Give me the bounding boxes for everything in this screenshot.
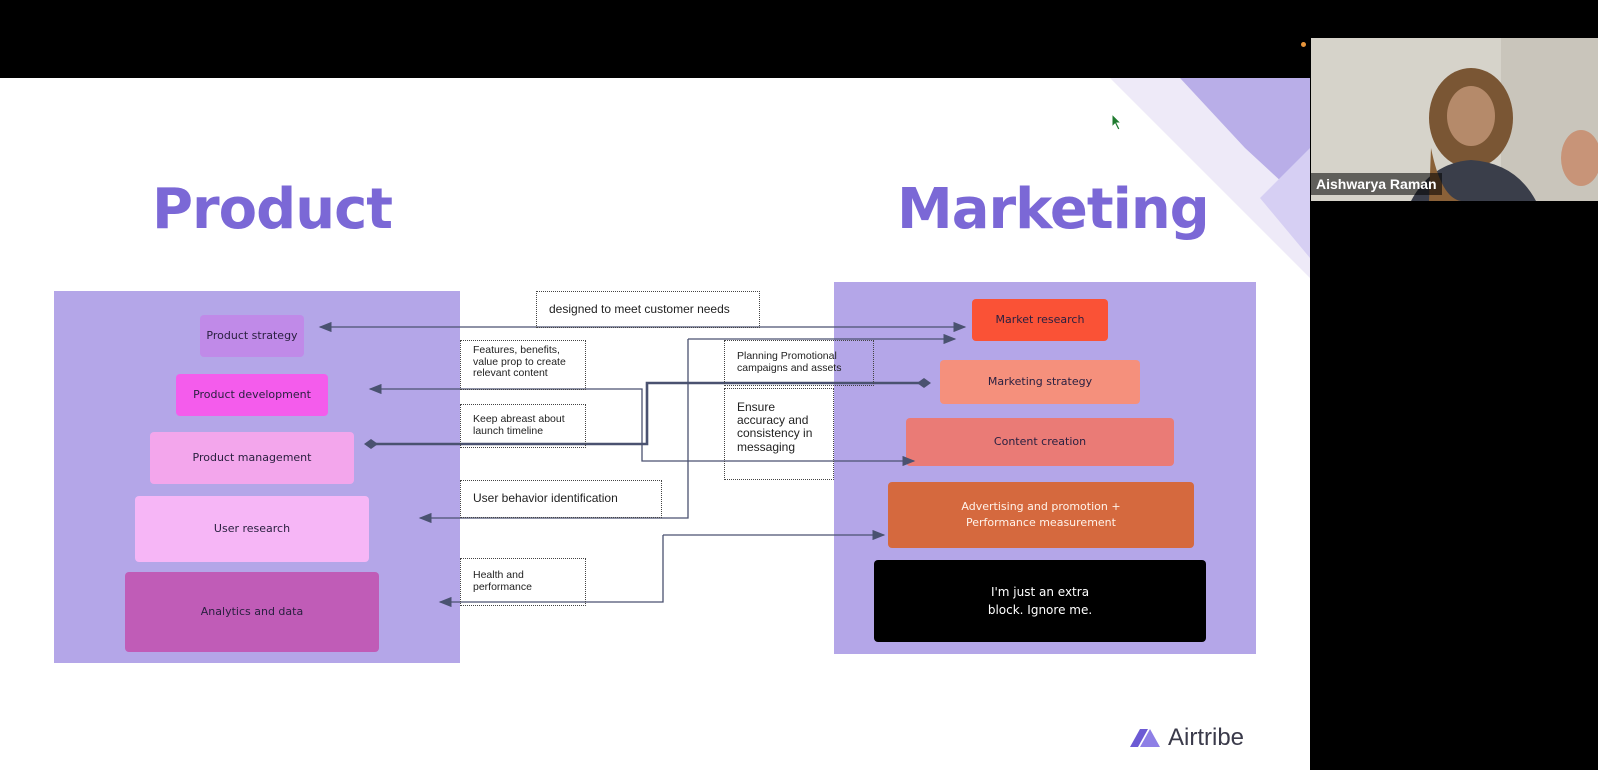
note-ensure-accuracy: Ensure accuracy and consistency in messa… xyxy=(724,388,834,480)
product-title: Product xyxy=(152,177,393,242)
decorative-shapes xyxy=(1110,78,1310,278)
note-health-performance: Health and performance xyxy=(460,558,586,606)
advertising-promotion-block: Advertising and promotion + Performance … xyxy=(888,482,1194,548)
note-customer-needs: designed to meet customer needs xyxy=(536,291,760,328)
content-creation-block: Content creation xyxy=(906,418,1174,466)
product-development-block: Product development xyxy=(176,374,328,416)
marketing-strategy-block: Marketing strategy xyxy=(940,360,1140,404)
extra-block: I'm just an extra block. Ignore me. xyxy=(874,560,1206,642)
note-features-benefits: Features, benefits, value prop to create… xyxy=(460,340,586,390)
product-strategy-block: Product strategy xyxy=(200,315,304,357)
product-management-block: Product management xyxy=(150,432,354,484)
user-research-block: User research xyxy=(135,496,369,562)
analytics-data-block: Analytics and data xyxy=(125,572,379,652)
brand-name: Airtribe xyxy=(1168,724,1245,751)
participant-video-tile[interactable]: Aishwarya Raman xyxy=(1311,38,1598,201)
airtribe-logo-icon xyxy=(1130,729,1160,747)
presentation-slide: Product Marketing Product strategy Produ… xyxy=(0,78,1310,770)
note-user-behavior: User behavior identification xyxy=(460,480,662,518)
note-planning-promotional: Planning Promotional campaigns and asset… xyxy=(724,340,874,386)
recording-indicator xyxy=(1301,42,1306,47)
airtribe-logo: Airtribe xyxy=(1130,724,1244,752)
note-launch-timeline: Keep abreast about launch timeline xyxy=(460,404,586,448)
mouse-cursor-icon xyxy=(1111,113,1123,131)
participant-name-label: Aishwarya Raman xyxy=(1311,173,1442,195)
connection-arrows xyxy=(318,321,967,608)
market-research-block: Market research xyxy=(972,299,1108,341)
marketing-title: Marketing xyxy=(897,177,1210,242)
